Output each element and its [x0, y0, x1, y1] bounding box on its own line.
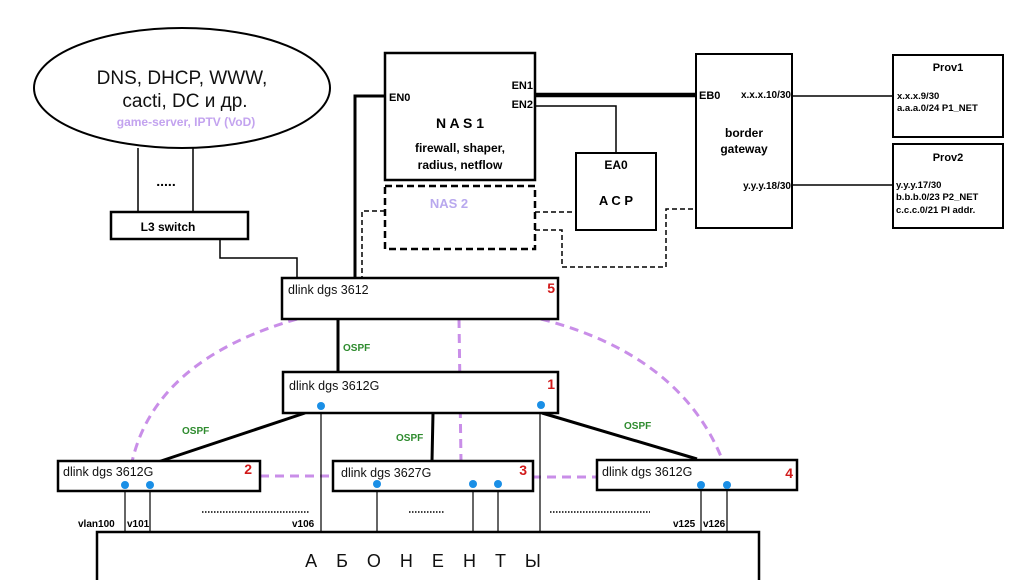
switch-4-label: dlink dgs 3612G — [602, 465, 692, 479]
port-dot — [469, 480, 477, 488]
link-en2-ea0 — [535, 105, 617, 153]
link-1-3 — [430, 412, 435, 462]
prov2-title: Prov2 — [933, 152, 964, 164]
port-dot — [494, 480, 502, 488]
backup-link-5-2 — [130, 317, 298, 463]
vlan100-label: vlan100 — [78, 519, 115, 530]
subscribers-label: А Б О Н Е Н Т Ы — [305, 551, 543, 571]
backup-link-5-3 — [457, 318, 463, 463]
switch-3-label: dlink dgs 3627G — [341, 466, 431, 480]
switch-3-number: 3 — [519, 462, 527, 478]
border-gateway-box — [695, 53, 793, 229]
v101-label: v101 — [127, 519, 150, 530]
v126-label: v126 — [703, 519, 726, 530]
port-dot — [317, 402, 325, 410]
v125-label: v125 — [673, 519, 696, 530]
gateway-ip1: x.x.x.10/30 — [741, 90, 791, 101]
switch-2-box — [56, 459, 262, 493]
switch-2-label: dlink dgs 3612G — [63, 465, 153, 479]
switch-5-box — [280, 276, 560, 321]
prov2-line1: y.y.y.17/30 — [896, 180, 941, 191]
services-line2: cacti, DC и др. — [122, 91, 247, 112]
ospf-label-1-2: OSPF — [182, 426, 209, 437]
switch-1-number: 1 — [547, 376, 555, 392]
switch-4-number: 4 — [785, 465, 793, 481]
switch-5-number: 5 — [547, 280, 555, 296]
ospf-label-5-1: OSPF — [343, 343, 370, 354]
port-dot — [146, 481, 154, 489]
prov1-box — [892, 54, 1004, 138]
nas2-title: NAS 2 — [430, 196, 468, 211]
acp-port-ea0: EA0 — [604, 158, 628, 172]
switch-1-label: dlink dgs 3612G — [289, 379, 379, 393]
services-cloud — [33, 27, 331, 149]
port-dot — [723, 481, 731, 489]
link-l3-switch5 — [219, 239, 298, 278]
l3-switch-box — [109, 210, 250, 241]
prov2-line2: b.b.b.0/23 P2_NET — [896, 192, 979, 203]
link-1-2 — [157, 411, 306, 464]
switch-5-label: dlink dgs 3612 — [288, 283, 369, 297]
port-dot — [121, 481, 129, 489]
acp-title: A C P — [599, 193, 634, 208]
nas1-port-en2: EN2 — [512, 99, 533, 111]
gateway-title2: gateway — [720, 142, 768, 156]
prov1-line1: x.x.x.9/30 — [897, 91, 939, 102]
prov1-line2: a.a.a.0/24 P1_NET — [897, 103, 978, 114]
link-nas2-gateway — [535, 208, 696, 268]
services-line1: DNS, DHCP, WWW, — [97, 68, 268, 89]
v106-label: v106 — [292, 519, 315, 530]
link-nas2-switch5 — [361, 210, 385, 278]
port-dot — [697, 481, 705, 489]
nas2-box — [383, 184, 537, 251]
port-dot — [373, 480, 381, 488]
services-dots: ..... — [156, 173, 175, 189]
prov1-title: Prov1 — [933, 62, 964, 74]
gateway-port-eb0: EB0 — [699, 90, 720, 102]
link-en0-switch5 — [353, 94, 385, 278]
prov2-box — [892, 143, 1004, 229]
switch-1-box — [281, 370, 560, 415]
gateway-ip2: y.y.y.18/30 — [743, 181, 791, 192]
nas1-port-en1: EN1 — [512, 80, 533, 92]
services-line3: game-server, IPTV (VoD) — [117, 115, 256, 129]
ospf-label-1-4: OSPF — [624, 421, 651, 432]
nas1-title: N A S 1 — [436, 115, 484, 131]
port-dot — [537, 401, 545, 409]
nas1-port-en0: EN0 — [389, 92, 410, 104]
subscribers-box — [95, 530, 761, 580]
prov2-line3: c.c.c.0/21 PI addr. — [896, 205, 975, 216]
link-1-4 — [541, 411, 698, 461]
acp-box — [575, 152, 657, 231]
nas1-box — [383, 51, 537, 182]
gateway-title1: border — [725, 126, 763, 140]
ospf-label-1-3: OSPF — [396, 433, 423, 444]
nas1-desc2: radius, netflow — [418, 158, 503, 172]
l3-switch-label: L3 switch — [141, 220, 196, 234]
backup-link-5-4 — [540, 317, 724, 460]
nas1-desc1: firewall, shaper, — [415, 141, 505, 155]
switch-2-number: 2 — [244, 461, 252, 477]
